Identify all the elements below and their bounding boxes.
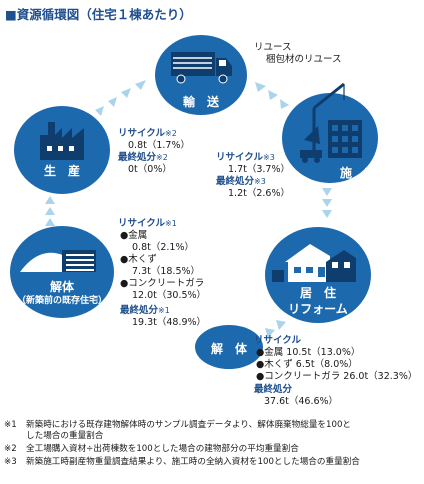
demolition-recycle-label: リサイクル — [254, 335, 302, 346]
production-node — [14, 106, 110, 194]
footnote-1-cont: した場合の重量割合 — [26, 431, 104, 441]
arrow-transport-to-construction — [255, 82, 289, 109]
page-title: ■資源循環図（住宅１棟あたり） — [5, 7, 192, 22]
existing-item-wood: ●木くず — [120, 254, 157, 265]
demolition-node — [195, 325, 263, 369]
construction-final-value: 1.2t（2.6%） — [228, 188, 290, 199]
existing-demolition-label: 解体 — [49, 280, 74, 294]
residence-label: 居 住 — [299, 286, 336, 300]
transport-node — [155, 35, 247, 115]
reform-label: リフォーム — [288, 302, 348, 316]
existing-final-label: 最終処分※1 — [120, 305, 170, 316]
crane-icon — [300, 82, 345, 163]
factory-icon — [40, 122, 84, 160]
construction-recycle-value: 1.7t（3.7%） — [228, 164, 290, 175]
existing-recycle-label: リサイクル※1 — [118, 218, 177, 229]
arrow-residence-to-demolition — [265, 320, 286, 338]
arrow-production-to-transport — [95, 80, 146, 116]
cycle-arrows — [45, 80, 332, 338]
demolition-label: 解 体 — [210, 342, 247, 356]
construction-recycle-label: リサイクル※3 — [216, 152, 275, 163]
production-recycle-label: リサイクル※2 — [118, 128, 177, 139]
arrow-demolition-to-production — [45, 196, 55, 226]
house-icon — [272, 244, 356, 282]
debris-icon — [20, 250, 96, 272]
arrow-construction-to-residence — [322, 188, 332, 218]
production-recycle-value: 0.8t（1.7%） — [128, 140, 190, 151]
existing-item-wood-value: 7.3t（18.5%） — [132, 266, 201, 277]
demolition-final-label: 最終処分 — [254, 384, 293, 395]
construction-final-label: 最終処分※3 — [216, 176, 266, 187]
production-final-value: 0t（0%） — [128, 164, 172, 175]
existing-item-metal: ●金属 — [120, 230, 148, 241]
construction-label: 施 工 — [339, 166, 376, 180]
building-icon — [328, 120, 362, 158]
truck-icon — [171, 52, 232, 84]
existing-demolition-node — [10, 226, 114, 318]
existing-demolition-sublabel: （新築前の既存住宅） — [16, 296, 107, 306]
production-final-label: 最終処分※2 — [118, 152, 168, 163]
demolition-item-wood: ●木くず 6.5t（8.0%） — [256, 359, 358, 370]
existing-item-concrete-value: 12.0t（30.5%） — [132, 290, 207, 301]
demolition-final-value: 37.6t（46.6%） — [264, 396, 339, 407]
demolition-item-concrete: ●コンクリートガラ 26.0t（32.3%） — [256, 371, 418, 382]
existing-item-concrete: ●コンクリートガラ — [120, 278, 205, 289]
construction-node — [282, 82, 378, 183]
reuse-detail: 梱包材のリユース — [266, 54, 342, 65]
production-label: 生 産 — [43, 164, 80, 178]
existing-final-value: 19.3t（48.9%） — [132, 317, 207, 328]
reuse-heading: リユース — [254, 42, 292, 53]
existing-item-metal-value: 0.8t（2.1%） — [132, 242, 194, 253]
residence-node — [265, 227, 371, 323]
demolition-item-metal: ●金属 10.5t（13.0%） — [256, 347, 361, 358]
transport-label: 輸 送 — [182, 95, 219, 109]
